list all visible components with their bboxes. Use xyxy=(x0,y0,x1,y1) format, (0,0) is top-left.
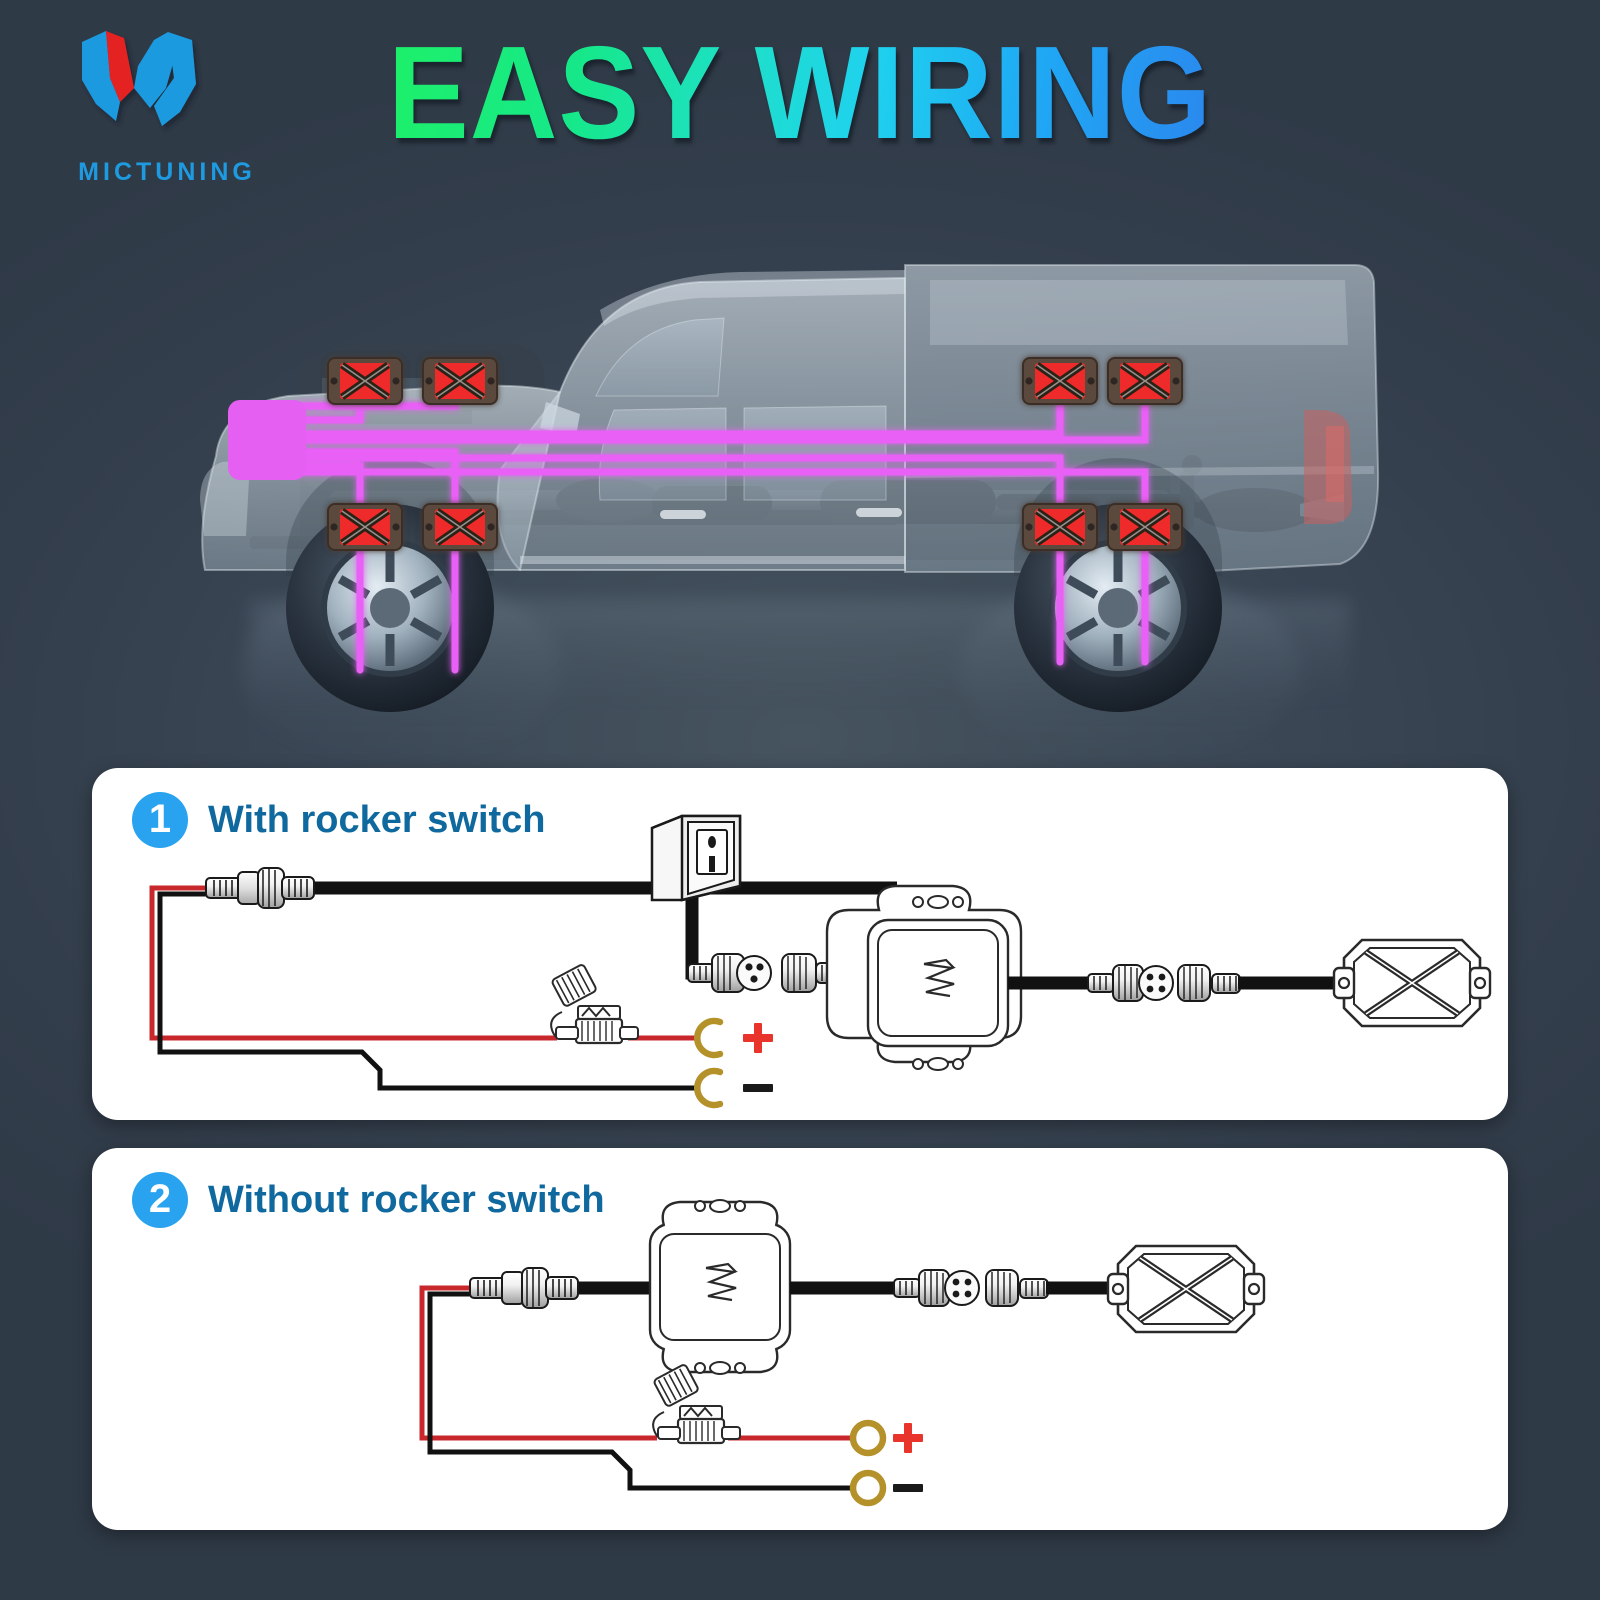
panel-1-4pin-connector xyxy=(1087,964,1241,1002)
panel-1-number-badge: 1 xyxy=(132,792,188,848)
plus-symbol-icon xyxy=(743,1023,773,1053)
led-pod-light xyxy=(1022,503,1098,551)
panel-1-rock-light-pod xyxy=(1332,938,1492,1028)
led-pod-light xyxy=(327,503,403,551)
panel-1-controller-box xyxy=(825,884,1023,1071)
wiring-option-panel-2: 2 Without rocker switch xyxy=(92,1148,1508,1530)
panel-2-title: Without rocker switch xyxy=(208,1178,605,1221)
page-title: EASY WIRING xyxy=(64,18,1536,168)
mictuning-m-logo-icon xyxy=(82,31,196,126)
led-pod-light xyxy=(1107,357,1183,405)
panel-2-terminal-negative xyxy=(849,1469,923,1507)
led-pod-light xyxy=(1107,503,1183,551)
panel-2-wiring-diagram xyxy=(419,1199,1266,1507)
panel-2-positive-wire xyxy=(419,1285,657,1441)
panel-2-terminal-positive xyxy=(849,1419,923,1457)
panel-2-negative-wire xyxy=(427,1291,852,1491)
panel-1-negative-wire xyxy=(157,891,700,1091)
minus-symbol-icon xyxy=(743,1084,773,1092)
panel-2-inline-fuse-holder xyxy=(652,1364,741,1445)
panel-1-title: With rocker switch xyxy=(208,798,546,841)
brand-logo: MICTUNING xyxy=(62,26,312,186)
brand-name: MICTUNING xyxy=(78,158,256,186)
led-pod-light xyxy=(327,357,403,405)
panel-1-positive-wire xyxy=(149,885,557,1041)
panel-1-3pin-connector xyxy=(687,953,847,993)
hero-controller-box xyxy=(228,400,306,480)
led-pod-lights-group xyxy=(327,357,1183,551)
panel-1-wiring-diagram xyxy=(149,814,1492,1109)
panel-1-rocker-switch[interactable] xyxy=(650,814,742,902)
panel-2-number-badge: 2 xyxy=(132,1172,188,1228)
panel-1-inline-fuse-holder xyxy=(550,964,639,1045)
led-pod-light xyxy=(422,503,498,551)
page-title-text: EASY WIRING xyxy=(387,19,1213,166)
controller-logo-icon xyxy=(923,958,957,998)
wiring-option-panel-1: 1 With rocker switch xyxy=(92,768,1508,1120)
hero-vehicle-illustration xyxy=(0,170,1600,780)
panel-2-rock-light-pod xyxy=(1106,1244,1266,1334)
minus-symbol-icon xyxy=(893,1484,923,1492)
panel-2-header: 2 Without rocker switch xyxy=(132,1172,605,1228)
plus-symbol-icon xyxy=(893,1423,923,1453)
panel-1-header: 1 With rocker switch xyxy=(132,792,546,848)
panel-1-terminal-positive xyxy=(694,1017,773,1059)
panel-2-barrel-connector xyxy=(469,1267,579,1309)
panel-2-4pin-connector xyxy=(893,1269,1049,1307)
led-pod-light xyxy=(422,357,498,405)
panel-2-controller-box xyxy=(648,1199,792,1375)
controller-logo-icon xyxy=(705,1262,739,1302)
truck-diagram-svg xyxy=(200,264,1380,765)
led-pod-light xyxy=(1022,357,1098,405)
truck-wheels xyxy=(286,504,1222,712)
panel-1-terminal-negative xyxy=(694,1067,773,1109)
panel-1-barrel-connector xyxy=(205,867,315,909)
